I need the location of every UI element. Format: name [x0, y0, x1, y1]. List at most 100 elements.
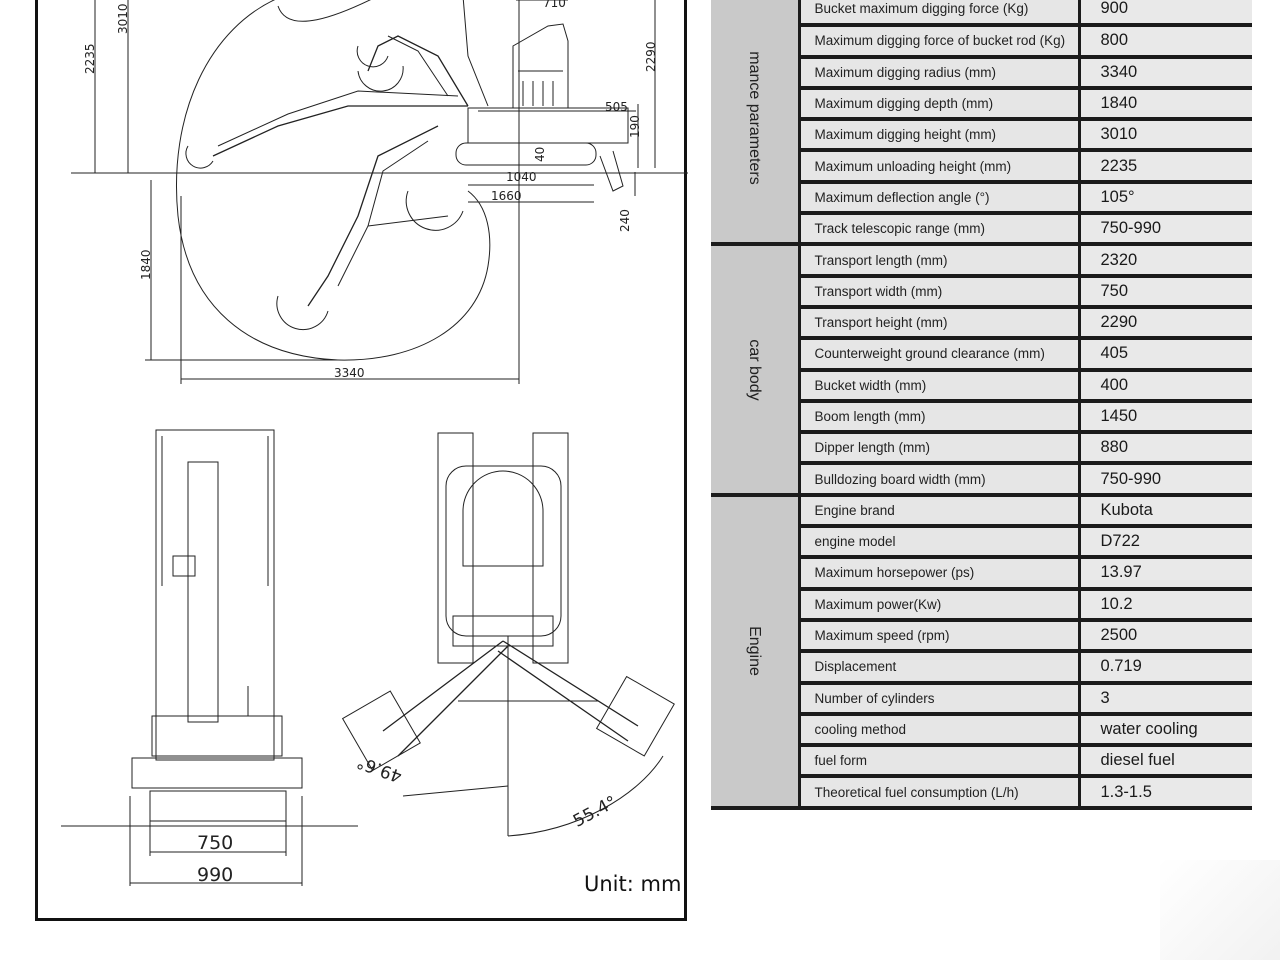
spec-value: 880 [1079, 432, 1252, 466]
unit-label: Unit: mm [584, 872, 682, 896]
spec-row: Boom length (mm)1450 [711, 400, 1252, 435]
dim-40: 40 [533, 146, 547, 162]
spec-param: Maximum digging force of bucket rod (Kg) [799, 25, 1081, 59]
corner-shadow [1160, 860, 1280, 960]
dim-990: 990 [197, 864, 234, 886]
spec-param: Maximum digging depth (mm) [799, 87, 1081, 122]
spec-row: Transport height (mm)2290 [711, 306, 1252, 341]
spec-row: Dipper length (mm)880 [711, 432, 1252, 466]
spec-param: Transport height (mm) [799, 306, 1081, 341]
dim-3010: 3010 [116, 3, 130, 34]
spec-row: Counterweight ground clearance (mm)405 [711, 338, 1252, 372]
spec-value: 2500 [1079, 619, 1252, 654]
spec-value: 3340 [1079, 56, 1252, 90]
spec-row: Maximum horsepower (ps)13.97 [711, 557, 1252, 591]
spec-param: Bucket width (mm) [799, 369, 1081, 403]
spec-param: Maximum speed (rpm) [799, 619, 1081, 654]
spec-param: Bulldozing board width (mm) [799, 463, 1081, 497]
spec-value: 2235 [1079, 150, 1252, 184]
spec-param: Transport width (mm) [799, 275, 1081, 309]
spec-row: Maximum deflection angle (°)105° [711, 181, 1252, 216]
spec-param: cooling method [799, 713, 1081, 748]
spec-value: diesel fuel [1079, 745, 1252, 779]
dim-505: 505 [605, 100, 628, 114]
spec-param: Number of cylinders [799, 682, 1081, 716]
spec-value: 750-990 [1079, 213, 1252, 247]
spec-row: Maximum speed (rpm)2500 [711, 619, 1252, 654]
spec-row: Track telescopic range (mm)750-990 [711, 213, 1252, 247]
spec-value: 400 [1079, 369, 1252, 403]
spec-row: mance parameters Bucket maximum digging f… [711, 0, 1252, 247]
spec-value: 750 [1079, 275, 1252, 309]
spec-value: 800 [1079, 25, 1252, 59]
spec-row: Bulldozing board width (mm)750-990 [711, 463, 1252, 497]
spec-param: Track telescopic range (mm) [799, 213, 1081, 247]
spec-value: water cooling [1079, 713, 1252, 748]
spec-row: Maximum digging height (mm)3010 [711, 119, 1252, 153]
spec-param: Displacement [799, 651, 1081, 685]
spec-row: Theoretical fuel consumption (L/h)1.3-1.… [711, 776, 1252, 810]
spec-value: 900 [1079, 0, 1252, 28]
spec-value: 1450 [1079, 400, 1252, 435]
spec-param: Transport length (mm) [799, 244, 1081, 278]
spec-param: Maximum power(Kw) [799, 588, 1081, 622]
excavator-dimension-drawing [61, 0, 688, 886]
spec-param: Counterweight ground clearance (mm) [799, 338, 1081, 372]
spec-value: 405 [1079, 338, 1252, 372]
spec-category-label: car body [746, 338, 764, 401]
spec-row: car body Transport length (mm)2320 [711, 244, 1252, 497]
dim-1040: 1040 [506, 170, 537, 184]
spec-value: 3010 [1079, 119, 1252, 153]
spec-value: Kubota [1079, 494, 1252, 529]
spec-row: Maximum unloading height (mm)2235 [711, 150, 1252, 184]
dim-710: 710 [543, 0, 566, 10]
spec-row: Maximum digging radius (mm)3340 [711, 56, 1252, 90]
spec-category-label: mance parameters [746, 51, 764, 185]
spec-category: car body [711, 244, 801, 497]
spec-param: Maximum horsepower (ps) [799, 557, 1081, 591]
spec-param: Maximum digging radius (mm) [799, 56, 1081, 90]
spec-value: 1.3-1.5 [1079, 776, 1252, 810]
spec-param: fuel form [799, 745, 1081, 779]
spec-value: 13.97 [1079, 557, 1252, 591]
spec-category: Engine [711, 494, 801, 810]
spec-param: Theoretical fuel consumption (L/h) [799, 776, 1081, 810]
spec-param: Maximum deflection angle (°) [799, 181, 1081, 216]
spec-param: Maximum unloading height (mm) [799, 150, 1081, 184]
dim-190: 190 [628, 115, 642, 138]
spec-category-label: Engine [746, 626, 764, 677]
spec-value: 2290 [1079, 306, 1252, 341]
dim-3340: 3340 [334, 366, 365, 380]
spec-value: 3 [1079, 682, 1252, 716]
spec-category: mance parameters [711, 0, 801, 247]
spec-value: 105° [1079, 181, 1252, 216]
dim-2290: 2290 [644, 41, 658, 72]
spec-param: Bucket maximum digging force (Kg) [799, 0, 1081, 28]
spec-row: Bucket width (mm)400 [711, 369, 1252, 403]
spec-param: Maximum digging height (mm) [799, 119, 1081, 153]
dim-750: 750 [197, 832, 234, 854]
spec-row: Maximum digging depth (mm)1840 [711, 87, 1252, 122]
spec-value: 1840 [1079, 87, 1252, 122]
spec-row: Maximum digging force of bucket rod (Kg)… [711, 25, 1252, 59]
spec-param: Engine brand [799, 494, 1081, 529]
technical-drawing-frame: 710 2235 3010 2290 505 190 40 1040 1660 … [35, 0, 688, 921]
spec-param: Dipper length (mm) [799, 432, 1081, 466]
spec-table: mance parameters Bucket maximum digging f… [711, 0, 1252, 810]
spec-value: 2320 [1079, 244, 1252, 278]
spec-param: engine model [799, 526, 1081, 560]
spec-row: Maximum power(Kw)10.2 [711, 588, 1252, 622]
spec-value: 10.2 [1079, 588, 1252, 622]
spec-row: Transport width (mm)750 [711, 275, 1252, 309]
dim-240: 240 [618, 209, 632, 232]
spec-param: Boom length (mm) [799, 400, 1081, 435]
dim-1660: 1660 [491, 189, 522, 203]
spec-value: 750-990 [1079, 463, 1252, 497]
dim-2235: 2235 [83, 43, 97, 74]
spec-value: 0.719 [1079, 651, 1252, 685]
